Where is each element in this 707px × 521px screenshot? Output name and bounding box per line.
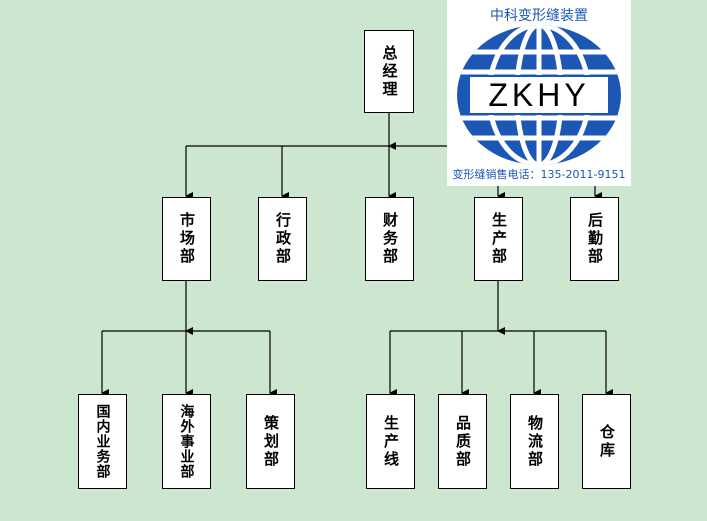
node-label: 市场部 xyxy=(178,212,196,266)
node-market-dept: 市场部 xyxy=(162,197,211,281)
logo-mark-text: ZKHY xyxy=(488,77,589,113)
node-label: 品质部 xyxy=(454,414,472,469)
node-quality-dept: 品质部 xyxy=(438,394,487,489)
node-label: 生产部 xyxy=(490,212,508,266)
company-logo: ZKHY 中科变形缝装置 变形缝销售电话：135-2011-9151 xyxy=(447,0,631,186)
node-label: 行政部 xyxy=(274,212,292,266)
logo-title: 中科变形缝装置 xyxy=(490,8,588,24)
node-label: 后勤部 xyxy=(586,212,604,266)
node-label: 海外事业部 xyxy=(178,404,195,479)
node-label: 总经理 xyxy=(380,44,399,99)
node-label: 国内业务部 xyxy=(94,404,111,479)
globe-logo-icon: ZKHY xyxy=(457,25,621,165)
node-production-dept: 生产部 xyxy=(474,197,523,281)
node-logistics-dept: 后勤部 xyxy=(570,197,619,281)
node-admin-dept: 行政部 xyxy=(258,197,307,281)
node-finance-dept: 财务部 xyxy=(365,197,414,281)
node-label: 生产线 xyxy=(382,414,400,469)
node-overseas-business-dept: 海外事业部 xyxy=(162,394,211,489)
node-warehouse: 仓库 xyxy=(582,394,631,489)
node-label: 策划部 xyxy=(262,414,280,469)
node-label: 仓库 xyxy=(598,423,616,460)
logo-phone: 变形缝销售电话：135-2011-9151 xyxy=(452,168,626,181)
node-label: 财务部 xyxy=(381,212,399,266)
node-planning-dept: 策划部 xyxy=(246,394,295,489)
node-production-line: 生产线 xyxy=(366,394,415,489)
node-materials-dept: 物流部 xyxy=(510,394,559,489)
node-label: 物流部 xyxy=(526,414,544,469)
node-general-manager: 总经理 xyxy=(364,30,414,113)
node-domestic-business-dept: 国内业务部 xyxy=(78,394,127,489)
